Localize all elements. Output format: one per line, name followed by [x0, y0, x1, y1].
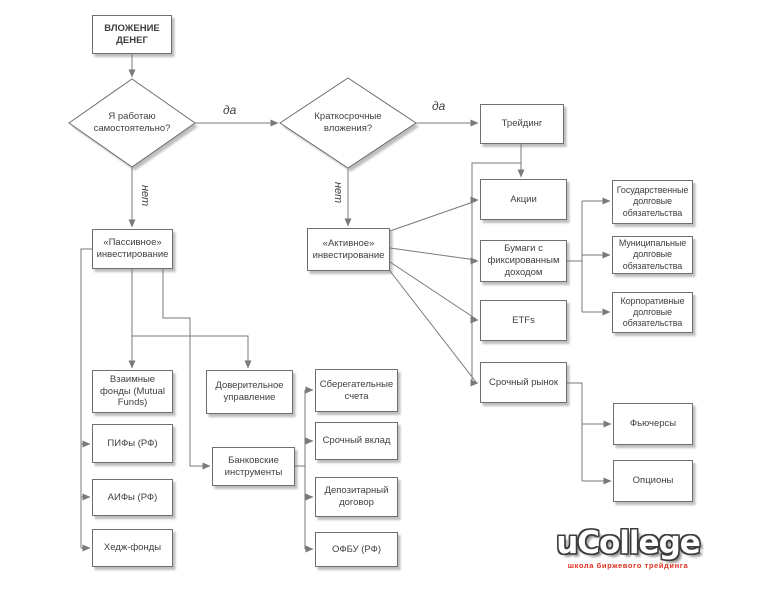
node-aifs: АИФы (РФ) [92, 479, 173, 516]
node-active: «Активное» инвестирование [307, 228, 390, 271]
ucollege-logo: uCollege школа биржевого трейдинга [552, 525, 704, 571]
node-trading: Трейдинг [480, 104, 564, 144]
node-savings-accounts: Сберегательные счета [315, 369, 398, 412]
edge-label-no-2: нет [332, 182, 344, 204]
node-muni-bonds: Муниципальные долговые обязательства [612, 236, 693, 274]
decision-work-myself-label: Я работаю самостоятельно? [93, 110, 171, 134]
node-derivatives: Срочный рынок [480, 362, 567, 403]
edge-label-yes-1: да [223, 103, 237, 117]
node-stocks: Акции [480, 179, 567, 220]
node-corp-bonds: Корпоративные долговые обязательства [612, 292, 693, 333]
decision-short-term-label: Краткосрочные вложения? [314, 110, 382, 134]
ucollege-logo-tagline: школа биржевого трейдинга [567, 561, 689, 570]
node-pifs: ПИФы (РФ) [92, 424, 173, 463]
node-mutual-funds: Взаимные фонды (Mutual Funds) [92, 370, 173, 413]
edge-active-to-etfs [389, 261, 477, 320]
edge-active-to-fixed-income [389, 247, 477, 261]
node-start: ВЛОЖЕНИЕ ДЕНЕГ [92, 15, 172, 54]
edge-passive-to-bank-instruments [162, 269, 211, 470]
decision-work-myself-shape [68, 78, 198, 171]
ucollege-logo-text: uCollege [556, 525, 701, 561]
node-gov-bonds: Государственные долговые обязательства [612, 180, 693, 224]
edge-active-to-stocks [389, 200, 477, 232]
edge-active-to-derivatives [389, 270, 477, 383]
node-hedge-funds: Хедж-фонды [92, 529, 173, 567]
node-trust: Доверительное управление [206, 370, 293, 414]
edge-trunk-to-derivatives [470, 162, 521, 387]
node-futures: Фьючерсы [613, 403, 693, 445]
edge-passive-left-trunk [80, 248, 92, 548]
node-depositary-agreement: Депозитарный договор [315, 477, 398, 517]
edge-passive-to-trust [132, 335, 252, 369]
edge-label-yes-2: да [432, 99, 446, 113]
node-options: Опционы [613, 460, 693, 502]
node-term-deposit: Срочный вклад [315, 422, 398, 460]
edge-label-no-1: нет [139, 185, 151, 207]
decision-short-term-shape [279, 77, 419, 172]
node-fixed-income: Бумаги с фиксированным доходом [480, 240, 567, 282]
node-bank-instruments: Банковские инструменты [212, 447, 295, 486]
node-passive: «Пассивное» инвестирование [92, 229, 173, 269]
node-etfs: ETFs [480, 300, 567, 341]
edge-derivatives-trunk [567, 382, 583, 481]
node-ofbu: ОФБУ (РФ) [315, 532, 398, 567]
